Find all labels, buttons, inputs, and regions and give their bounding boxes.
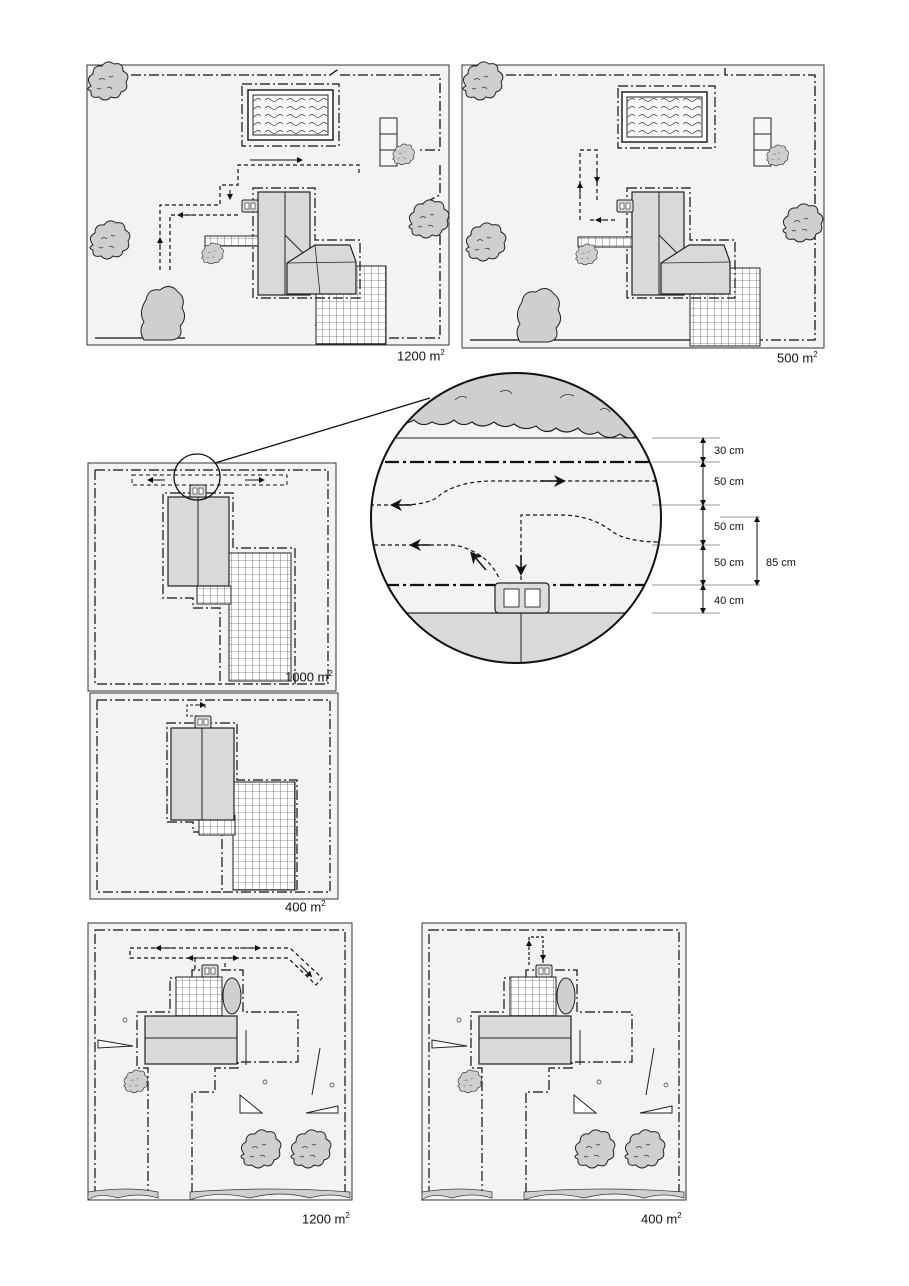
dimension-lines: 30 cm 50 cm 50 cm 50 cm 40 cm 85 cm bbox=[652, 437, 796, 614]
garden-plan-6 bbox=[421, 922, 687, 1201]
caption-panel-5: 1200 m2 bbox=[302, 1211, 350, 1227]
caption-panel-3: 1000 m2 bbox=[285, 669, 333, 685]
dim-label-40: 40 cm bbox=[714, 595, 744, 607]
dim-label-total: 85 cm bbox=[766, 557, 796, 569]
caption-panel-4: 400 m2 bbox=[285, 899, 326, 915]
caption-panel-2: 500 m2 bbox=[777, 350, 818, 366]
detail-magnifier bbox=[370, 372, 662, 664]
garden-plan-3 bbox=[87, 397, 431, 692]
caption-panel-1: 1200 m2 bbox=[397, 348, 445, 364]
garden-plan-1 bbox=[86, 61, 450, 346]
dim-label-50a: 50 cm bbox=[714, 476, 744, 488]
dim-label-50b: 50 cm bbox=[714, 521, 744, 533]
caption-panel-6: 400 m2 bbox=[641, 1211, 682, 1227]
garden-plan-4 bbox=[89, 692, 339, 900]
garden-plan-2 bbox=[461, 61, 825, 349]
garden-plan-5 bbox=[87, 922, 353, 1201]
dim-label-30: 30 cm bbox=[714, 445, 744, 457]
dim-label-50c: 50 cm bbox=[714, 557, 744, 569]
